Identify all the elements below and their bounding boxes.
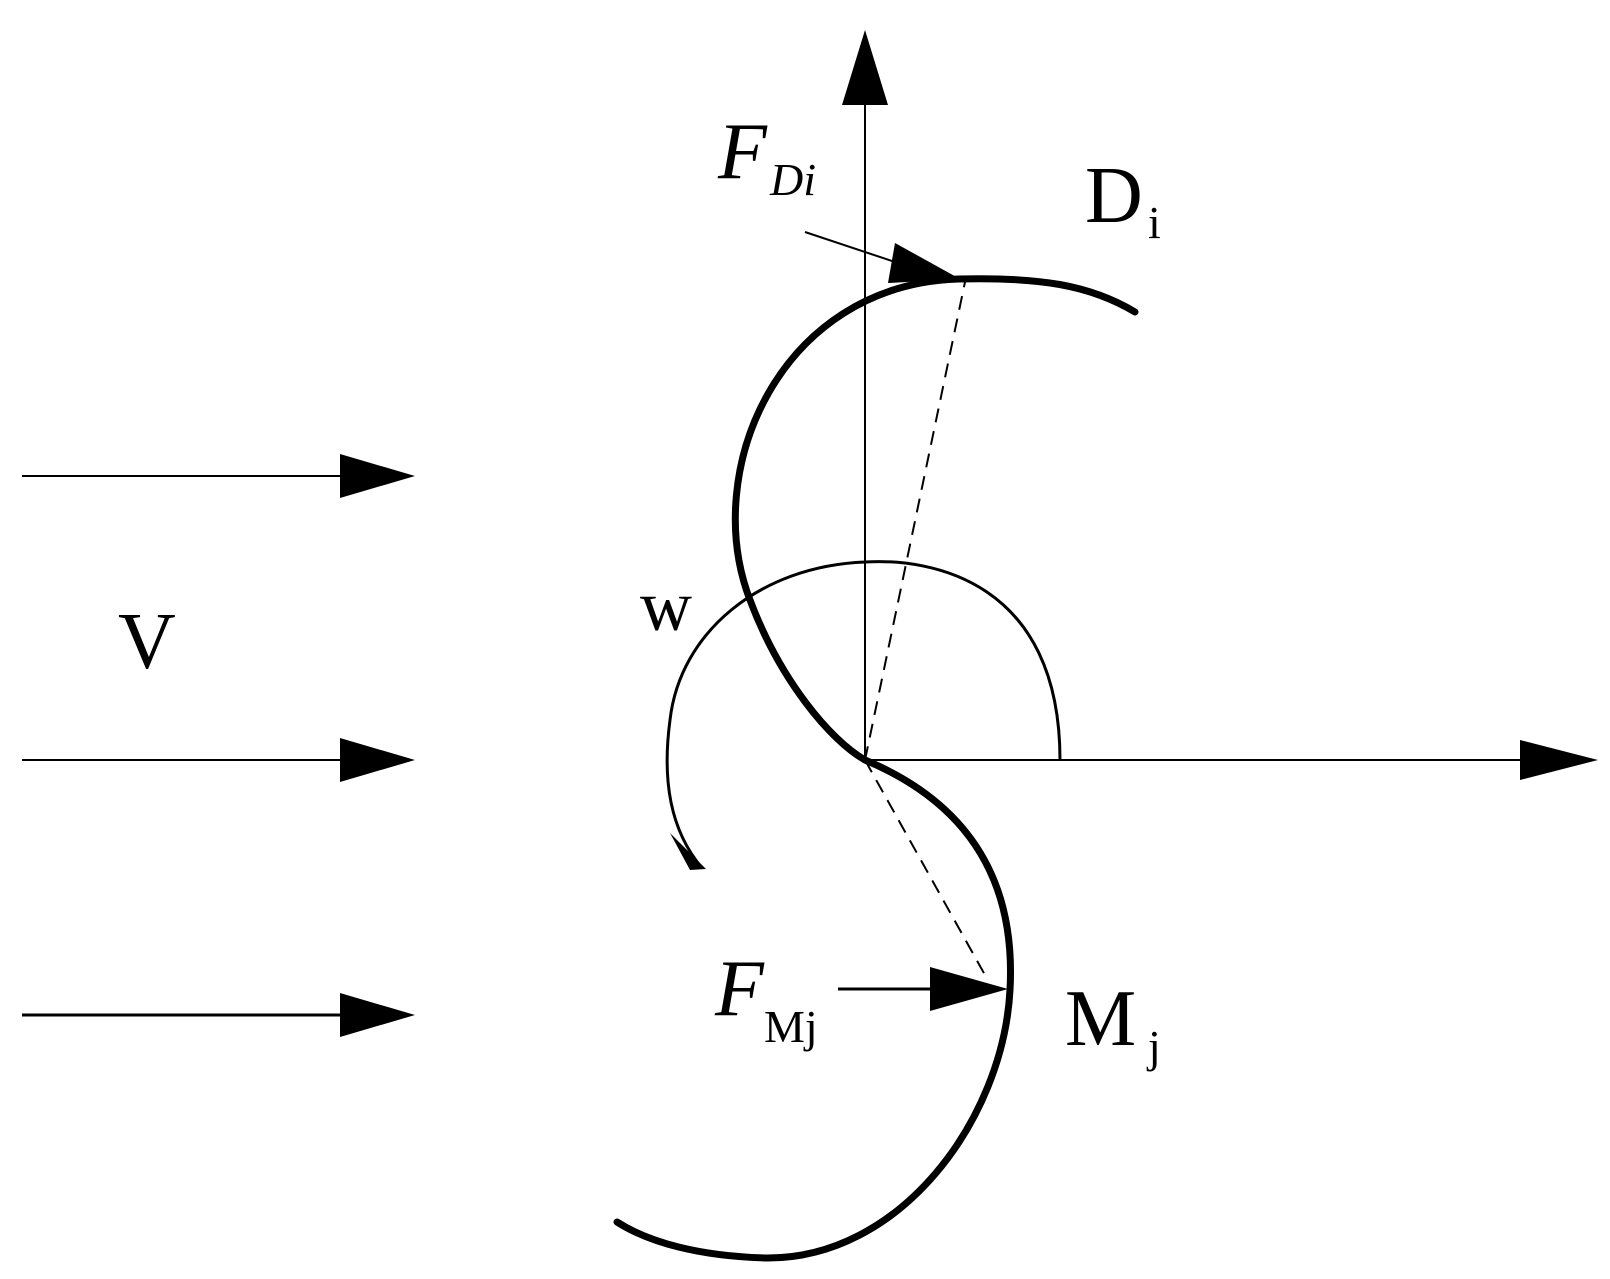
axes xyxy=(842,30,1598,780)
force-arrow-returning xyxy=(838,967,1008,1011)
rotation-arrow xyxy=(665,560,1062,870)
rotor-blades xyxy=(613,275,1139,1262)
x-axis xyxy=(865,740,1598,780)
y-axis xyxy=(842,30,888,760)
y-axis-arrowhead xyxy=(842,30,888,105)
label-force-advancing-subscript: Di xyxy=(769,154,816,205)
label-force-returning: F Mj xyxy=(714,945,818,1052)
rotation-arrowhead xyxy=(670,833,706,870)
label-blade-advancing-subscript: i xyxy=(1148,197,1161,248)
blade-returning xyxy=(613,756,1014,1262)
label-flow-velocity: V xyxy=(118,598,176,686)
label-force-returning-subscript: Mj xyxy=(764,1001,818,1052)
label-blade-returning: M j xyxy=(1065,975,1161,1072)
flow-arrows xyxy=(22,454,415,1037)
label-force-advancing-symbol: F xyxy=(717,108,768,196)
flow-arrow-middle xyxy=(22,738,415,782)
label-blade-advancing-symbol: D xyxy=(1085,152,1143,240)
flow-arrow-top xyxy=(22,454,415,498)
label-blade-advancing: D i xyxy=(1085,152,1161,248)
label-blade-returning-symbol: M xyxy=(1065,975,1136,1063)
flow-arrow-bottom xyxy=(22,993,415,1037)
blade-advancing xyxy=(731,275,1139,764)
label-angular-velocity: w xyxy=(640,566,692,646)
dashed-lines xyxy=(864,281,986,976)
label-blade-returning-subscript: j xyxy=(1146,1021,1161,1072)
x-axis-arrowhead xyxy=(1520,740,1598,780)
force-arrow-advancing xyxy=(804,231,960,283)
label-force-returning-symbol: F xyxy=(714,945,765,1033)
label-force-advancing: F Di xyxy=(717,108,816,205)
